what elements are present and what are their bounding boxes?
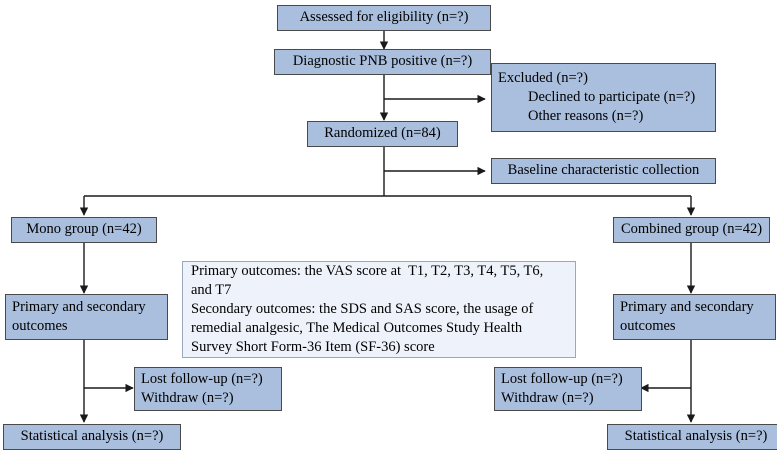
node-outcomes-right-line-1: Primary and secondary xyxy=(620,298,754,315)
node-lost-followup-left-line-1: Lost follow-up (n=?) xyxy=(141,370,263,387)
node-lost-followup-right-line-2: Withdraw (n=?) xyxy=(501,390,594,406)
node-baseline-label: Baseline characteristic collection xyxy=(507,162,700,179)
node-outcomes-detail-line-5: Survey Short Form-36 Item (SF-36) score xyxy=(191,339,435,356)
node-outcomes-left-line-1: Primary and secondary xyxy=(12,298,146,315)
node-outcomes-right: Primary and secondary outcomes xyxy=(613,294,776,340)
node-lost-followup-right: Lost follow-up (n=?) Withdraw (n=?) xyxy=(494,367,642,411)
node-statistical-analysis-right-label: Statistical analysis (n=?) xyxy=(624,428,768,445)
node-outcomes-detail: Primary outcomes: the VAS score at T1, T… xyxy=(182,261,576,358)
node-combined-group: Combined group (n=42) xyxy=(613,217,770,243)
node-diagnostic-pnb-positive: Diagnostic PNB positive (n=?) xyxy=(274,49,491,75)
node-randomized-label: Randomized (n=84) xyxy=(324,125,441,142)
node-statistical-analysis-left-label: Statistical analysis (n=?) xyxy=(20,428,164,445)
node-mono-group: Mono group (n=42) xyxy=(11,217,157,243)
node-diagnostic-label: Diagnostic PNB positive (n=?) xyxy=(292,53,473,70)
node-outcomes-left-line-2: outcomes xyxy=(12,318,68,334)
node-outcomes-right-line-2: outcomes xyxy=(620,318,676,334)
node-excluded-line-3: Other reasons (n=?) xyxy=(528,108,644,125)
node-statistical-analysis-left: Statistical analysis (n=?) xyxy=(3,424,181,450)
node-assessed-label: Assessed for eligibility (n=?) xyxy=(299,9,469,26)
node-combined-group-label: Combined group (n=42) xyxy=(620,221,763,238)
node-mono-group-label: Mono group (n=42) xyxy=(26,221,142,238)
node-outcomes-left: Primary and secondary outcomes xyxy=(5,294,168,340)
node-outcomes-detail-line-2: and T7 xyxy=(191,281,232,298)
node-baseline-characteristic-collection: Baseline characteristic collection xyxy=(491,158,716,184)
node-excluded: Excluded (n=?) Declined to participate (… xyxy=(491,63,716,132)
node-excluded-line-1: Excluded (n=?) xyxy=(498,69,588,86)
node-statistical-analysis-right: Statistical analysis (n=?) xyxy=(607,424,777,450)
node-randomized: Randomized (n=84) xyxy=(307,121,458,147)
node-lost-followup-left: Lost follow-up (n=?) Withdraw (n=?) xyxy=(134,367,282,411)
node-outcomes-detail-line-1: Primary outcomes: the VAS score at T1, T… xyxy=(191,262,544,279)
node-lost-followup-right-line-1: Lost follow-up (n=?) xyxy=(501,370,623,387)
node-excluded-line-2: Declined to participate (n=?) xyxy=(528,88,696,105)
node-outcomes-detail-line-4: remedial analgesic, The Medical Outcomes… xyxy=(191,320,523,337)
node-assessed-for-eligibility: Assessed for eligibility (n=?) xyxy=(277,5,491,31)
node-lost-followup-left-line-2: Withdraw (n=?) xyxy=(141,390,234,406)
node-outcomes-detail-line-3: Secondary outcomes: the SDS and SAS scor… xyxy=(191,300,534,317)
